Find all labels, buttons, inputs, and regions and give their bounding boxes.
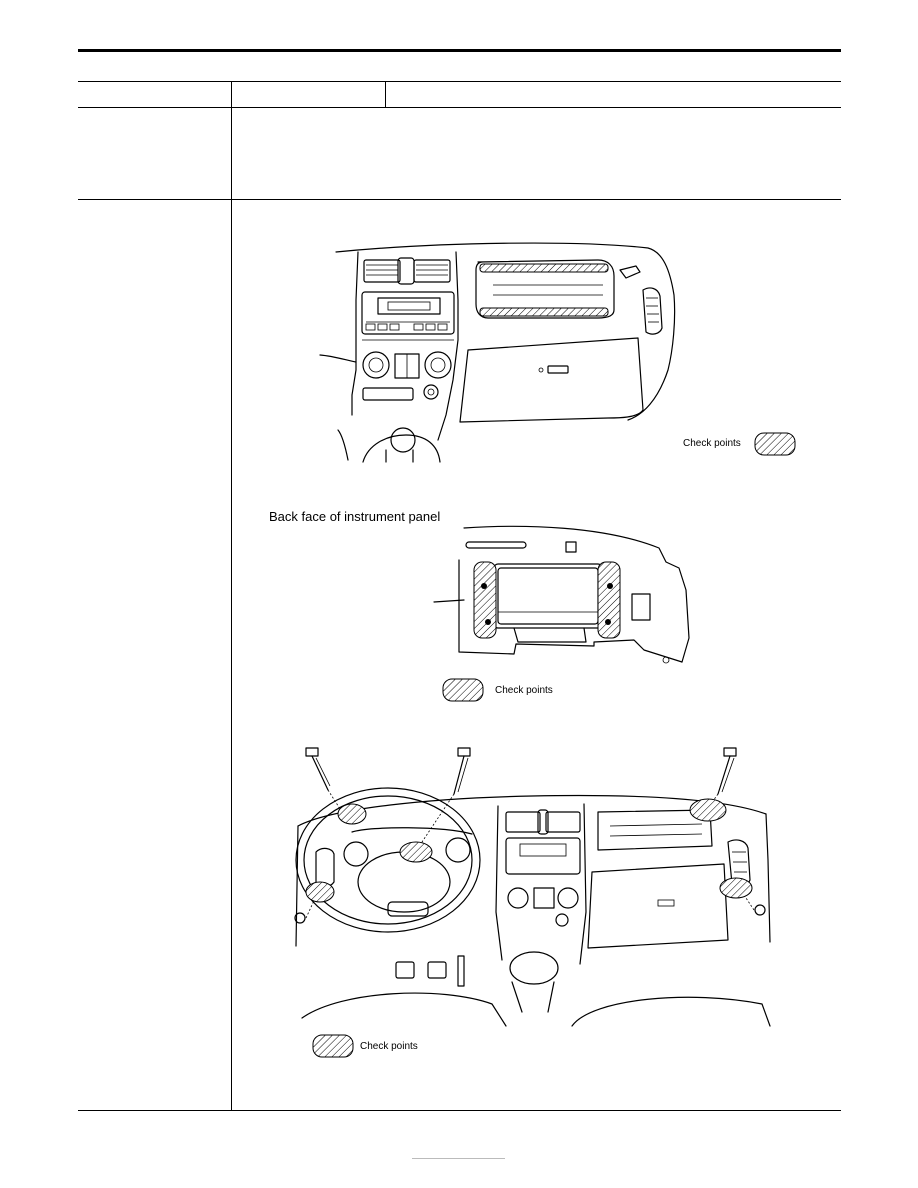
bolt-icon xyxy=(305,747,331,791)
page-header-rule xyxy=(78,49,841,52)
figure1-legend-swatch xyxy=(754,432,796,456)
table-bottom-rule xyxy=(78,1110,841,1111)
figure-instrument-panel-back xyxy=(433,525,690,664)
figure2-title: Back face of instrument panel xyxy=(269,509,441,524)
table-row-rule xyxy=(78,199,841,200)
figure-instrument-panel-front xyxy=(319,242,676,463)
figure-dashboard-bolt-locations xyxy=(294,747,771,1027)
figure2-legend-label: Check points xyxy=(495,685,553,696)
table-col-divider-2 xyxy=(385,81,386,108)
figure2-legend-swatch xyxy=(442,678,484,702)
table-top-rule xyxy=(78,81,841,82)
figure3-legend-label: Check points xyxy=(360,1041,418,1052)
footer-mark xyxy=(412,1158,505,1159)
figure1-legend-label: Check points xyxy=(683,438,741,449)
table-col-divider-1 xyxy=(231,81,232,108)
table-header-rule xyxy=(78,107,841,108)
figure3-legend-swatch xyxy=(312,1034,354,1058)
table-left-col-divider xyxy=(231,107,232,1111)
